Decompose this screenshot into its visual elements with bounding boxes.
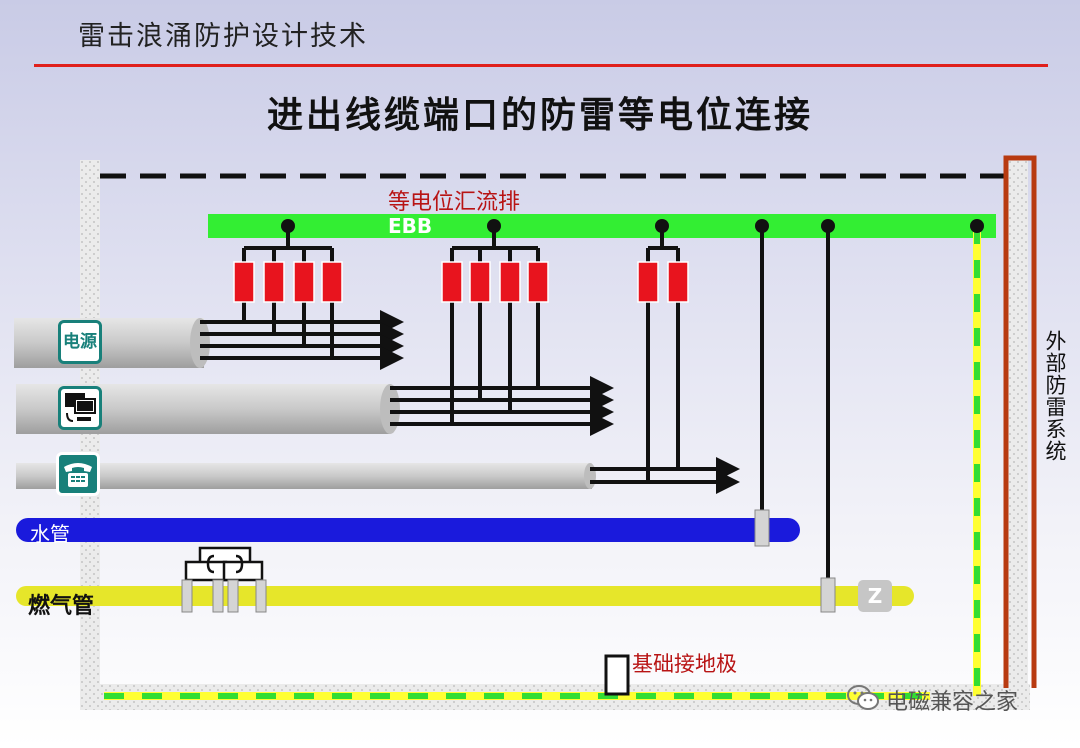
spd-group-data [441, 261, 549, 303]
spd-group-telephone-wiring [646, 226, 680, 482]
telephone-cable [16, 463, 592, 489]
water-pipe-clamp [754, 509, 770, 547]
power-icon: 电源 [58, 320, 102, 364]
gas-pipe-label: 燃气管 [28, 594, 95, 619]
data-conductors [390, 376, 614, 436]
spd-group-data-wiring [450, 226, 540, 424]
computer-icon [58, 386, 102, 430]
ebb-bar [208, 214, 996, 238]
telephone-conductors [590, 457, 740, 494]
power-cable-end [190, 318, 210, 368]
wechat-icon [847, 685, 879, 710]
page-title: 进出线缆端口的防雷等电位连接 [266, 94, 813, 136]
telephone-icon [56, 452, 100, 496]
ebb-connection-dots [281, 219, 984, 233]
earth-down-conductor [973, 226, 981, 696]
foundation-earth-electrode [104, 692, 930, 700]
foundation-earth-connector [604, 654, 630, 696]
external-lps-label: 外部防雷系统 [1043, 330, 1067, 462]
gas-pipe [16, 586, 914, 606]
data-cable-end [380, 384, 400, 434]
ebb-label: EBB [388, 214, 433, 238]
header-divider [34, 64, 1048, 67]
building-wall-right [1008, 160, 1028, 692]
watermark-text: 电磁兼容之家 [886, 690, 1019, 715]
power-cable [14, 318, 204, 368]
ebb-title-label: 等电位汇流排 [388, 190, 521, 215]
water-pipe [16, 518, 800, 542]
telephone-cable-end [584, 463, 596, 489]
impedance-z-box: Z [858, 580, 892, 612]
spd-group-power [233, 261, 343, 303]
gas-pipe-clamp [820, 577, 836, 613]
spd-group-power-wiring [242, 226, 334, 358]
external-lps-conductor [1003, 155, 1037, 688]
spd-group-telephone [637, 261, 689, 303]
header-title: 雷击浪涌防护设计技术 [78, 21, 368, 52]
water-pipe-label: 水管 [30, 522, 70, 546]
gas-insulating-joint [181, 546, 267, 613]
foundation-earth-label: 基础接地极 [632, 652, 737, 676]
power-conductors [200, 310, 404, 370]
